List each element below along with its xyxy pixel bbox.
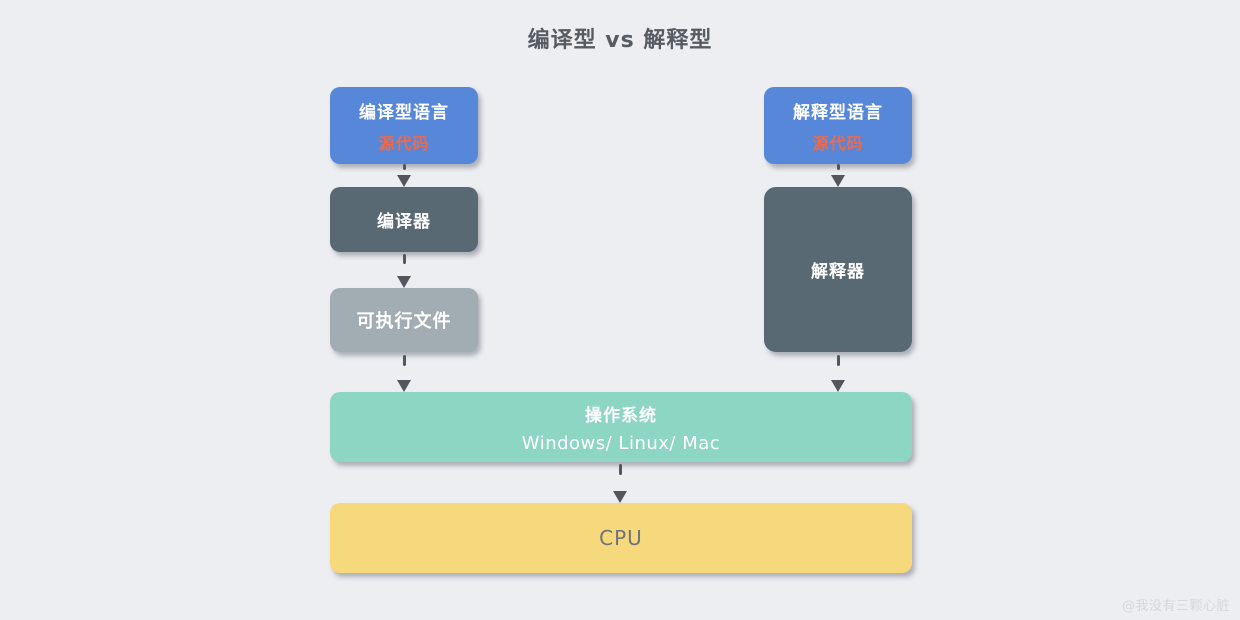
interpreted-source-code-label: 源代码 [812,133,864,153]
operating-system-examples: Windows/ Linux/ Mac [521,432,721,454]
arrow-head-icon [831,175,845,187]
executable-file-box: 可执行文件 [330,288,478,352]
arrow-shaft [836,355,840,366]
arrow-shaft [402,254,406,264]
arrow-compiler-to-executable [397,254,411,288]
arrow-compiled-to-compiler [397,164,411,187]
page-title: 编译型 vs 解释型 [527,28,713,53]
compiler-box: 编译器 [330,187,478,252]
interpreted-language-source-box: 解释型语言 源代码 [764,87,912,164]
arrow-head-icon [613,491,627,503]
compiled-language-label: 编译型语言 [359,102,449,123]
arrow-shaft [402,355,406,366]
arrow-head-icon [397,380,411,392]
interpreter-box: 解释器 [764,187,912,352]
operating-system-box: 操作系统 Windows/ Linux/ Mac [330,392,912,462]
interpreter-label: 解释器 [811,262,865,282]
compiled-language-source-box: 编译型语言 源代码 [330,87,478,164]
arrow-executable-to-os [397,355,411,392]
operating-system-label: 操作系统 [585,405,657,426]
arrow-head-icon [831,380,845,392]
arrow-head-icon [397,175,411,187]
watermark: @我没有三颗心脏 [1121,599,1230,614]
arrow-interpreted-to-interpreter [831,164,845,187]
arrow-shaft [618,464,622,475]
arrow-interpreter-to-os [831,355,845,392]
compiled-source-code-label: 源代码 [378,133,430,153]
cpu-box: CPU [330,503,912,573]
arrow-shaft [402,164,406,170]
cpu-label: CPU [599,526,643,550]
interpreted-language-label: 解释型语言 [793,102,883,123]
arrow-os-to-cpu [613,464,627,503]
arrow-head-icon [397,276,411,288]
arrow-shaft [836,164,840,170]
compiler-label: 编译器 [377,212,431,232]
executable-file-label: 可执行文件 [356,311,452,332]
